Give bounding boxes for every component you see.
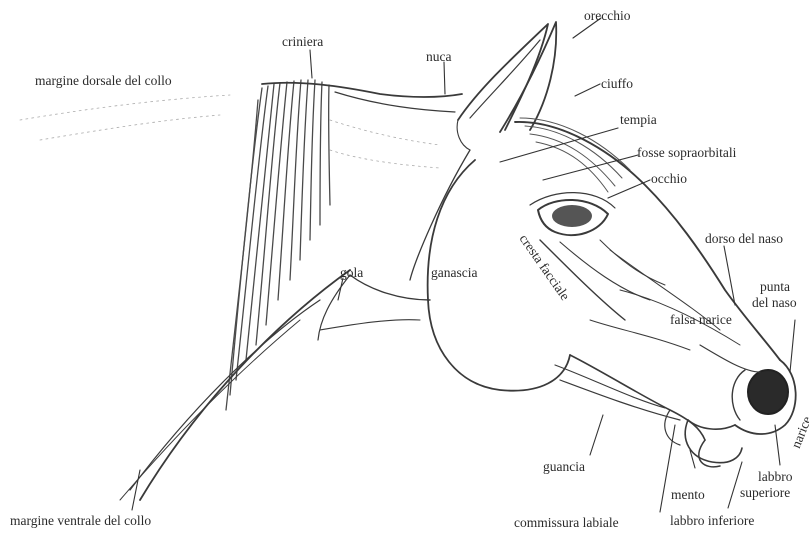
ear-right <box>500 22 556 132</box>
label-nuca: nuca <box>426 50 451 64</box>
label-occhio: occhio <box>651 172 687 186</box>
label-mento: mento <box>671 488 705 502</box>
jaw-underline <box>570 355 705 440</box>
label-labbro-superiore-line2: superiore <box>740 486 790 500</box>
label-dorso-del-naso: dorso del naso <box>705 232 783 246</box>
upper-lip <box>688 420 735 429</box>
neck-ventral-line <box>140 270 350 500</box>
nostril <box>748 370 788 414</box>
label-tempia: tempia <box>620 113 657 127</box>
label-falsa-narice: falsa narice <box>670 313 732 327</box>
label-gola: gola <box>340 266 363 280</box>
neck-dorsal-line <box>262 83 462 97</box>
label-punta-del-naso-line1: punta <box>760 280 790 294</box>
label-commissura-labiale: commissura labiale <box>514 516 619 530</box>
label-orecchio: orecchio <box>584 9 630 23</box>
label-guancia: guancia <box>543 460 585 474</box>
label-ciuffo: ciuffo <box>601 77 633 91</box>
label-labbro-superiore-line1: labbro <box>758 470 793 484</box>
label-criniera: criniera <box>282 35 323 49</box>
label-fosse-sopraorbitali: fosse sopraorbitali <box>637 146 736 160</box>
label-punta-del-naso-line2: del naso <box>752 296 797 310</box>
label-ganascia: ganascia <box>431 266 477 280</box>
label-margine-ventrale: margine ventrale del collo <box>10 514 151 528</box>
label-margine-dorsale: margine dorsale del collo <box>35 74 172 88</box>
label-labbro-inferiore: labbro inferiore <box>670 514 754 528</box>
mane-strands <box>226 80 330 410</box>
ear-left <box>458 24 548 130</box>
